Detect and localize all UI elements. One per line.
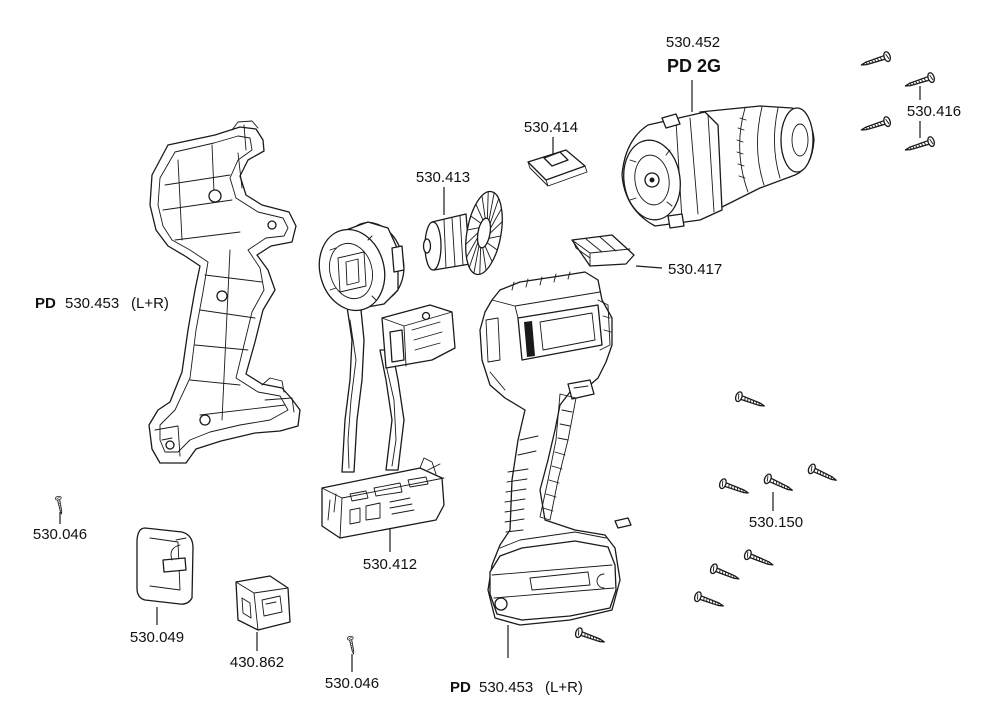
rotor-part-number: 530.413 [416,169,470,186]
housing-right-variant: (L+R) [545,679,583,696]
screw-left-part-number: 530.046 [33,526,87,543]
wire-harness-right [379,349,405,471]
leader-slider [635,265,663,269]
screw [717,477,751,499]
bit-holder-part-number: 430.862 [230,654,284,671]
housing-left-part-number: 530.453 [65,295,119,312]
trigger [567,379,595,400]
housing-half-left [148,120,301,464]
screw [692,590,726,612]
clip-part-number: 530.049 [130,629,184,646]
clip-screw-part-number: 530.046 [325,675,379,692]
screw [859,115,893,136]
screw [903,135,937,156]
housing-right-prefix: PD [450,679,471,696]
rotor-fan-blades [465,191,503,275]
stator-electronics-part-number: 530.412 [363,556,417,573]
part-labels: 530.452 PD 2G 530.416 530.414 530.413 53… [33,34,961,696]
screw [859,50,893,71]
housing-half-right [479,271,632,626]
belt-clip [136,527,194,605]
screw [573,626,607,648]
leader-lines [59,80,921,672]
stator-electronics-assembly [318,221,456,539]
battery-pack [489,540,617,621]
housing-screws-part-number: 530.150 [749,514,803,531]
screw [742,548,776,571]
screw [708,562,742,585]
rotor [422,190,503,276]
gearbox [621,105,815,229]
housing-left-prefix: PD [35,295,56,312]
cover-plate [527,149,588,187]
housing-right-label: PD 530.453 (L+R) [450,679,583,696]
screw-left [54,495,65,516]
direction-slider [571,234,635,267]
gearbox-part-number: 530.452 [666,34,720,51]
slider-part-number: 530.417 [668,261,722,278]
nameplate [517,304,603,361]
gearbox-model-label: PD 2G [667,56,721,76]
screw [733,390,767,412]
bit-holder [235,575,291,631]
housing-right-part-number: 530.453 [479,679,533,696]
gearbox-screws-part-number: 530.416 [907,103,961,120]
screw-clip [346,635,357,656]
small-insert [614,517,632,529]
screw [806,462,840,486]
housing-left-label: PD 530.453 (L+R) [35,295,169,312]
electronics-module [321,467,445,539]
screw [762,472,796,496]
plate-part-number: 530.414 [524,119,578,136]
housing-left-variant: (L+R) [131,295,169,312]
